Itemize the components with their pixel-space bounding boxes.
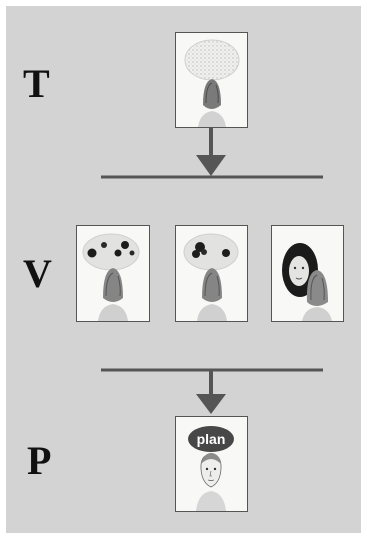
thought-cloud (183, 233, 239, 271)
bottom-connector (101, 368, 323, 414)
head-back-icon (98, 268, 128, 321)
top-connector (101, 128, 323, 179)
thought-card-v2 (175, 225, 248, 322)
thought-cloud (184, 39, 240, 81)
head-back-icon (198, 79, 226, 127)
stage-label-v: V (23, 251, 52, 296)
thought-card-t (175, 32, 248, 128)
head-back-icon (197, 268, 227, 321)
stage-label-p: P (27, 438, 52, 483)
face-icon (289, 256, 309, 286)
head-back-icon (302, 270, 332, 321)
plan-card-p: plan (175, 416, 248, 512)
thought-card-v1 (76, 225, 150, 322)
thought-card-v3 (271, 225, 344, 322)
speech-cloud (188, 426, 234, 452)
down-arrow-icon (196, 155, 226, 176)
stage-label-t: T (23, 61, 50, 106)
face-icon (196, 453, 226, 511)
plan-word: plan (197, 431, 226, 447)
down-arrow-icon (196, 394, 226, 414)
